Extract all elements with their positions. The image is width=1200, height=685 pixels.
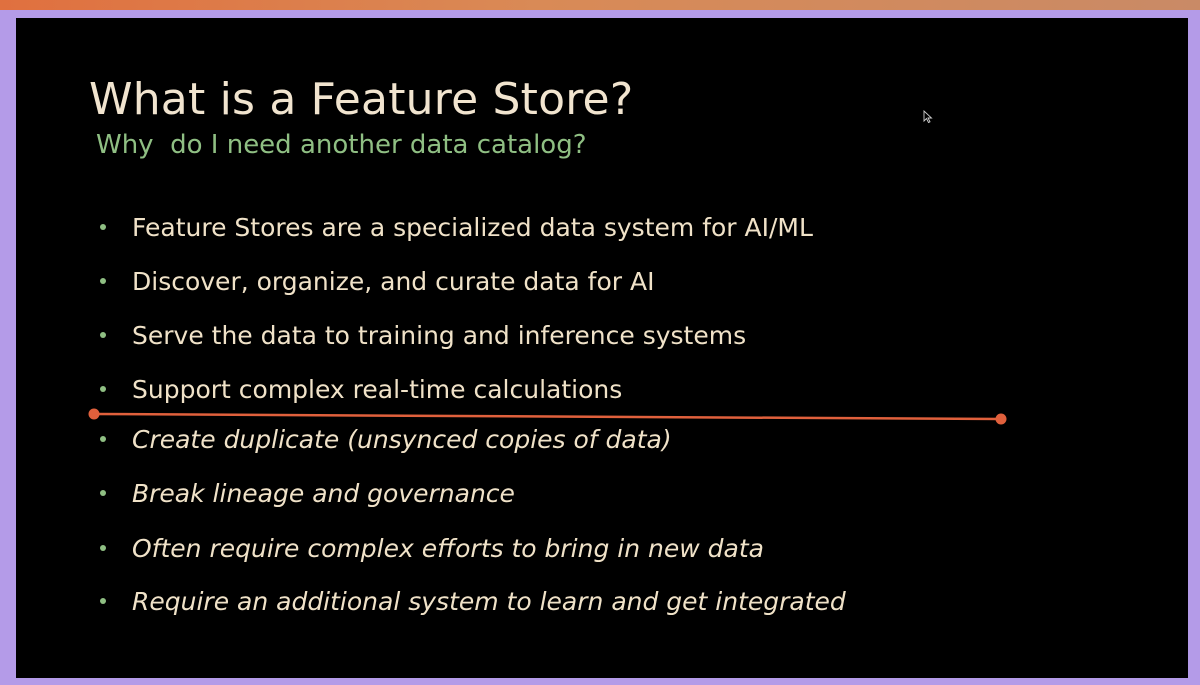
- bullet-dot-icon: [100, 436, 106, 442]
- bullet-text: Serve the data to training and inference…: [132, 320, 747, 350]
- slide-title: What is a Feature Store?: [89, 74, 634, 125]
- bullet-item: Serve the data to training and inference…: [100, 320, 746, 350]
- bullet-dot-icon: [100, 490, 106, 496]
- bullet-item-italic: Break lineage and governance: [100, 478, 515, 508]
- bullet-text: Support complex real-time calculations: [132, 374, 623, 404]
- bullet-dot-icon: [100, 332, 106, 338]
- bullet-item-italic: Often require complex efforts to bring i…: [100, 533, 764, 563]
- slide-subtitle: Why do I need another data catalog?: [96, 130, 587, 160]
- bullet-item: Support complex real-time calculations: [100, 374, 622, 404]
- bullet-item: Discover, organize, and curate data for …: [100, 266, 654, 296]
- bullet-item-italic: Create duplicate (unsynced copies of dat…: [100, 424, 672, 454]
- bullet-dot-icon: [100, 598, 106, 604]
- bullet-dot-icon: [100, 386, 106, 392]
- mouse-cursor-icon: [923, 110, 933, 124]
- bullet-item: Feature Stores are a specialized data sy…: [100, 212, 813, 242]
- bullet-item-italic: Require an additional system to learn an…: [100, 586, 846, 616]
- bullet-text: Often require complex efforts to bring i…: [132, 533, 764, 563]
- bullet-text: Require an additional system to learn an…: [132, 586, 846, 616]
- bullet-dot-icon: [100, 545, 106, 551]
- bullet-text: Feature Stores are a specialized data sy…: [132, 212, 813, 242]
- bullet-text: Create duplicate (unsynced copies of dat…: [132, 424, 672, 454]
- bullet-text: Discover, organize, and curate data for …: [132, 266, 655, 296]
- window-top-strip: [0, 0, 1200, 10]
- presentation-slide: What is a Feature Store? Why do I need a…: [16, 18, 1188, 678]
- bullet-text: Break lineage and governance: [132, 478, 515, 508]
- bullet-dot-icon: [100, 278, 106, 284]
- bullet-list: Feature Stores are a specialized data sy…: [16, 18, 1188, 678]
- bullet-dot-icon: [100, 224, 106, 230]
